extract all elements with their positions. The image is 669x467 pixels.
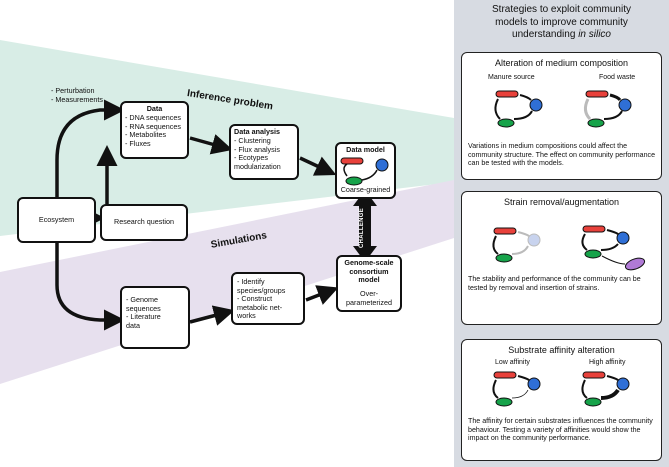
data-title: Data bbox=[146, 104, 163, 113]
genome-items: - Genome sequences - Literature data bbox=[126, 295, 161, 330]
genome-box: - Genome sequences - Literature data bbox=[120, 286, 190, 349]
data-items: - DNA sequences - RNA sequences - Metabo… bbox=[125, 113, 181, 148]
arrow-genome-to-identify bbox=[189, 305, 235, 326]
identify-items: - Identify species/groups - Construct me… bbox=[237, 277, 286, 321]
data-box: Data - DNA sequences - RNA sequences - M… bbox=[120, 101, 189, 159]
card-description: Variations in medium compositions could … bbox=[468, 142, 656, 168]
card-sub-left: Low affinity bbox=[495, 359, 530, 366]
high-affinity-community bbox=[581, 371, 630, 407]
affinity-community-icons bbox=[492, 371, 630, 407]
card-substrate-affinity: Substrate affinity alteration Low affini… bbox=[461, 339, 662, 461]
challenge-label: CHALLENGE bbox=[359, 207, 365, 248]
panel-title-line-1: Strategies to exploit community bbox=[492, 4, 631, 15]
arrow-analysis-to-model bbox=[299, 156, 337, 176]
augmentation-community bbox=[581, 225, 646, 271]
panel-title: Strategies to exploit community models t… bbox=[458, 4, 665, 42]
analysis-title: Data analysis bbox=[234, 127, 280, 136]
card-sub-left: Manure source bbox=[488, 74, 535, 81]
card-strain-removal: Strain removal/augmentation The stabilit… bbox=[461, 191, 662, 325]
panel-title-line-3: understanding bbox=[512, 29, 576, 40]
manure-community bbox=[494, 90, 543, 128]
gsm-title: Genome-scale consortium model bbox=[344, 258, 394, 285]
simulation-band bbox=[0, 180, 454, 384]
strain-community-icons bbox=[492, 225, 646, 271]
data-model-title: Data model bbox=[346, 145, 385, 154]
low-affinity-community bbox=[492, 371, 541, 407]
arrow-ecosystem-to-data bbox=[55, 99, 125, 198]
card-description: The affinity for certain substrates infl… bbox=[468, 417, 653, 443]
card-title: Substrate affinity alteration bbox=[508, 345, 615, 355]
arrow-data-to-analysis bbox=[189, 134, 233, 155]
ecosystem-label: Ecosystem bbox=[38, 215, 75, 224]
data-model-community-icon bbox=[340, 157, 389, 186]
removal-community bbox=[492, 227, 541, 263]
data-model-box: Data model Coarse-grained bbox=[335, 142, 396, 199]
analysis-items: - Clustering - Flux analysis - Ecotypes … bbox=[234, 136, 281, 171]
ecosystem-box: Ecosystem bbox=[17, 197, 96, 243]
card-sub-right: Food waste bbox=[599, 74, 636, 81]
card-sub-right: High affinity bbox=[589, 359, 626, 366]
card-description: The stability and performance of the com… bbox=[468, 275, 641, 292]
card-title: Strain removal/augmentation bbox=[503, 197, 620, 207]
research-question-box: Research question bbox=[100, 204, 188, 241]
card-medium-composition: Alteration of medium composition Manure … bbox=[461, 52, 662, 180]
identify-box: - Identify species/groups - Construct me… bbox=[231, 272, 305, 325]
research-question-label: Research question bbox=[114, 217, 174, 226]
gsm-sub: Over- parameterized bbox=[346, 289, 392, 307]
data-model-sub: Coarse-grained bbox=[340, 185, 391, 194]
medium-community-icons bbox=[494, 90, 632, 128]
arrow-identify-to-gsm bbox=[305, 285, 339, 305]
perturbation-text: - Perturbation - Measurements bbox=[51, 86, 103, 104]
card-title: Alteration of medium composition bbox=[494, 58, 629, 68]
genome-scale-model-box: Genome-scale consortium model Over- para… bbox=[336, 255, 402, 312]
foodwaste-community bbox=[583, 90, 632, 128]
data-analysis-box: Data analysis - Clustering - Flux analys… bbox=[229, 124, 299, 180]
panel-title-italic: in silico bbox=[578, 29, 611, 40]
arrow-ecosystem-to-genome bbox=[55, 240, 125, 331]
panel-title-line-2: models to improve community bbox=[495, 16, 628, 28]
